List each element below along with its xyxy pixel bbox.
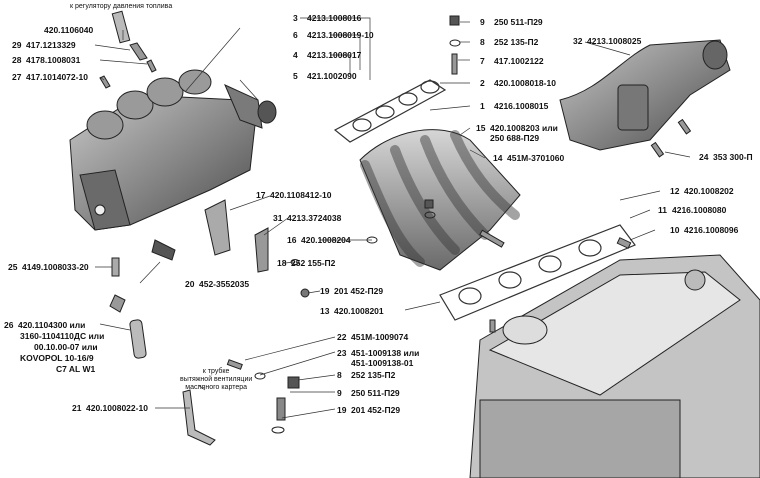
callout-26b: 3160-1104110ДС или bbox=[20, 331, 105, 341]
intake-manifold bbox=[359, 129, 521, 271]
bracket-31 bbox=[254, 227, 269, 273]
hose-26 bbox=[129, 319, 147, 359]
leader-lines bbox=[94, 17, 691, 419]
fitting-part bbox=[111, 10, 131, 44]
exhaust-manifold bbox=[559, 39, 731, 151]
callout-26e: C7 AL W1 bbox=[56, 364, 96, 374]
note-to-tube: к трубке вытяжной вентиляции масляного к… bbox=[180, 368, 253, 391]
washer-part bbox=[449, 39, 461, 47]
stud-part bbox=[451, 53, 458, 75]
bracket-part bbox=[204, 199, 231, 256]
plug-part bbox=[257, 100, 277, 124]
callout-26d: KOVOPOL 10-16/9 bbox=[20, 353, 94, 363]
nut-part bbox=[449, 15, 460, 26]
note-to-regulator: к регулятору давления топлива bbox=[70, 3, 173, 10]
stud-22 bbox=[226, 359, 243, 370]
callout-23b: 451-1009138-01 bbox=[351, 358, 414, 368]
fitting-25 bbox=[111, 257, 120, 277]
tube-21 bbox=[182, 389, 216, 446]
bolt-19b bbox=[276, 397, 286, 421]
engine-block bbox=[469, 254, 760, 478]
callout-fitting: 420.1106040 bbox=[44, 25, 94, 35]
gasket-lower bbox=[439, 224, 636, 321]
intake-receiver bbox=[69, 69, 263, 231]
washer-18 bbox=[290, 259, 300, 265]
callout-15b: 250 688-П29 bbox=[490, 133, 540, 143]
callout-26c: 00.10.00-07 или bbox=[34, 342, 98, 352]
valve-part bbox=[151, 239, 176, 261]
bolt-19 bbox=[300, 288, 310, 298]
gasket-upper bbox=[333, 79, 447, 143]
